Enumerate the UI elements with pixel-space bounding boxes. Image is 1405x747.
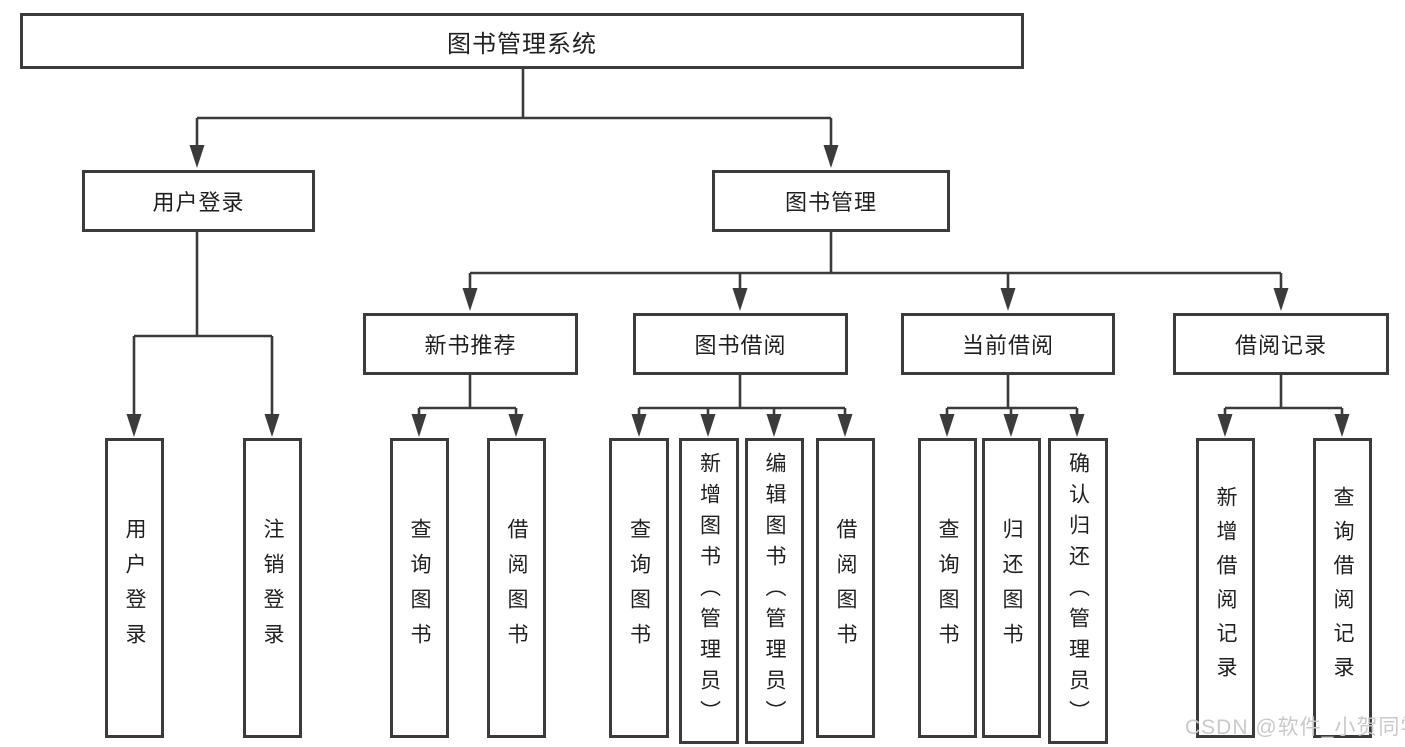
node-leaf-br-query-record: 查询借阅记录 bbox=[1313, 438, 1372, 738]
arrowhead bbox=[126, 414, 142, 437]
node-leaf-bb-add-book-admin-label: 新增图书（管理员） bbox=[697, 451, 721, 731]
node-leaf-cb-return-books: 归还图书 bbox=[982, 438, 1041, 738]
arrowhead bbox=[837, 414, 853, 437]
arrowhead bbox=[411, 414, 427, 437]
node-leaf-rec-borrow-books-label: 借阅图书 bbox=[505, 518, 528, 658]
node-leaf-user-login-label: 用户登录 bbox=[123, 518, 146, 658]
arrowhead bbox=[1000, 288, 1016, 311]
node-leaf-rec-query-books-label: 查询图书 bbox=[408, 518, 431, 658]
node-leaf-bb-edit-book-admin-label: 编辑图书（管理员） bbox=[763, 451, 786, 731]
node-leaf-logout-label: 注销登录 bbox=[261, 518, 284, 658]
node-user-login: 用户登录 bbox=[82, 170, 315, 232]
arrowhead bbox=[1273, 288, 1289, 311]
arrowhead bbox=[631, 414, 647, 437]
node-root: 图书管理系统 bbox=[20, 13, 1024, 69]
arrowhead bbox=[823, 145, 839, 168]
node-borrowing-records-label: 借阅记录 bbox=[1234, 333, 1327, 358]
node-leaf-rec-borrow-books: 借阅图书 bbox=[487, 438, 546, 738]
arrowhead bbox=[189, 145, 205, 168]
node-leaf-cb-confirm-return-admin: 确认归还（管理员） bbox=[1048, 438, 1108, 744]
node-new-book-recommend-label: 新书推荐 bbox=[424, 333, 517, 358]
node-leaf-bb-edit-book-admin: 编辑图书（管理员） bbox=[745, 438, 804, 744]
connector-paths bbox=[132, 69, 1344, 418]
arrowhead bbox=[939, 414, 955, 437]
node-book-borrowing: 图书借阅 bbox=[633, 313, 848, 375]
arrowhead bbox=[264, 414, 280, 437]
node-leaf-br-add-record: 新增借阅记录 bbox=[1196, 438, 1255, 738]
node-leaf-bb-borrow-books: 借阅图书 bbox=[816, 438, 875, 738]
node-leaf-rec-query-books: 查询图书 bbox=[390, 438, 449, 738]
node-book-borrowing-label: 图书借阅 bbox=[694, 333, 787, 358]
arrowhead bbox=[766, 414, 782, 437]
node-user-login-label: 用户登录 bbox=[152, 190, 245, 215]
arrowhead bbox=[462, 288, 478, 311]
arrowhead bbox=[1217, 414, 1233, 437]
node-leaf-bb-query-books-label: 查询图书 bbox=[627, 518, 651, 658]
arrowhead bbox=[1069, 414, 1085, 437]
node-leaf-cb-confirm-return-admin-label: 确认归还（管理员） bbox=[1066, 451, 1090, 731]
node-leaf-logout: 注销登录 bbox=[243, 438, 302, 738]
node-current-borrowing: 当前借阅 bbox=[901, 313, 1115, 375]
node-leaf-br-add-record-label: 新增借阅记录 bbox=[1214, 486, 1237, 690]
arrowhead bbox=[1003, 414, 1019, 437]
node-leaf-bb-add-book-admin: 新增图书（管理员） bbox=[679, 438, 739, 744]
arrowhead bbox=[732, 288, 748, 311]
node-leaf-br-query-record-label: 查询借阅记录 bbox=[1331, 486, 1354, 690]
arrowhead bbox=[700, 414, 716, 437]
arrowhead bbox=[1334, 414, 1350, 437]
node-leaf-bb-query-books: 查询图书 bbox=[609, 438, 669, 738]
node-leaf-bb-borrow-books-label: 借阅图书 bbox=[834, 518, 857, 658]
node-leaf-user-login: 用户登录 bbox=[105, 438, 164, 738]
node-current-borrowing-label: 当前借阅 bbox=[961, 333, 1054, 358]
node-root-label: 图书管理系统 bbox=[447, 30, 597, 58]
node-leaf-cb-return-books-label: 归还图书 bbox=[1000, 518, 1023, 658]
node-borrowing-records: 借阅记录 bbox=[1173, 313, 1389, 375]
node-new-book-recommend: 新书推荐 bbox=[363, 313, 578, 375]
node-book-management: 图书管理 bbox=[712, 170, 950, 232]
node-leaf-cb-query-books-label: 查询图书 bbox=[936, 518, 959, 658]
arrowhead bbox=[508, 414, 524, 437]
node-leaf-cb-query-books: 查询图书 bbox=[918, 438, 977, 738]
node-book-management-label: 图书管理 bbox=[784, 190, 877, 215]
csdn-watermark: CSDN @软件_小贺同学 bbox=[1185, 716, 1405, 739]
